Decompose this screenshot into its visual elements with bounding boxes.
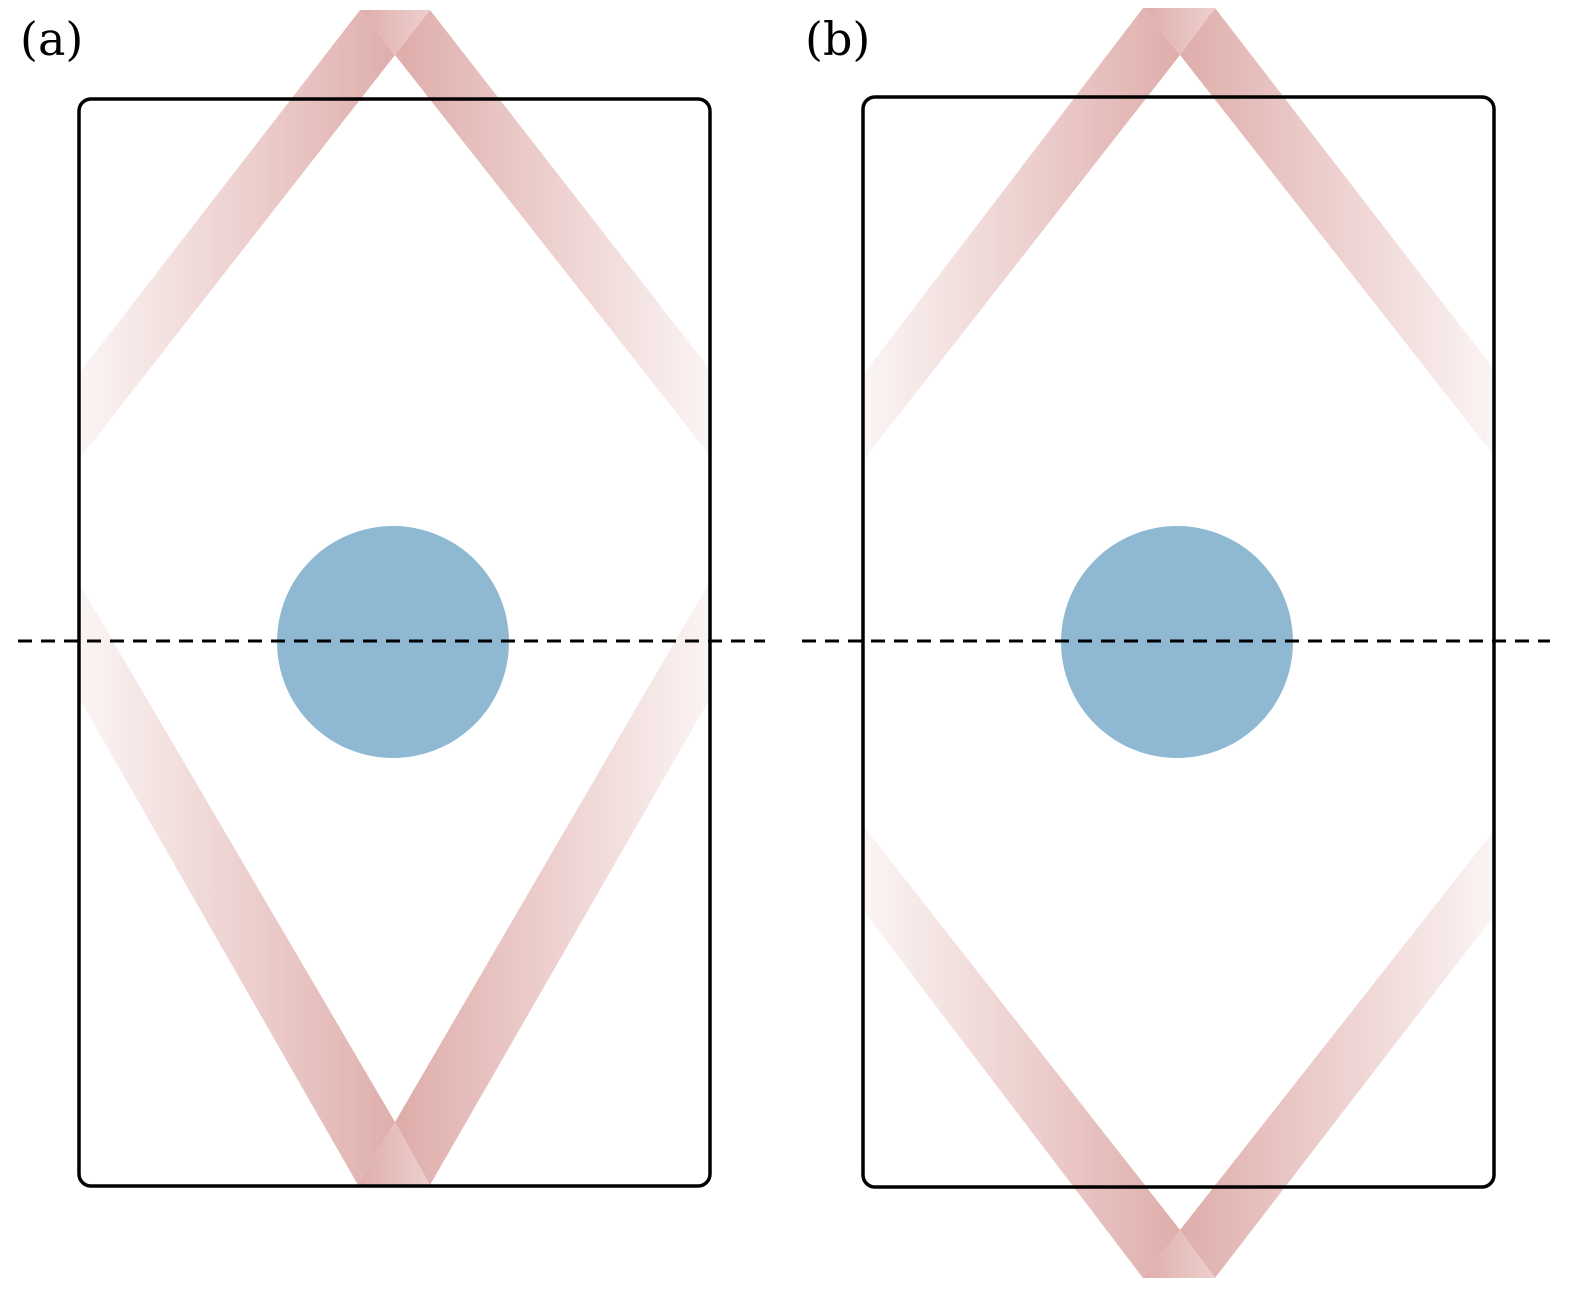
panel-a-upper-right-beam <box>395 10 712 458</box>
panel-b-lower-right-beam <box>1180 828 1496 1278</box>
panel-b-label: (b) <box>805 12 870 66</box>
panel-b-upper-apex <box>1143 8 1215 55</box>
panel-a-upper-apex <box>360 10 430 55</box>
panel-b-upper-right-beam <box>1180 8 1496 458</box>
panel-a: (a) <box>18 10 765 1188</box>
panel-a-upper-left-beam <box>80 10 395 458</box>
panel-b-upper-beams <box>865 8 1496 458</box>
panel-b-lower-left-beam <box>865 828 1180 1278</box>
panel-a-label: (a) <box>20 12 83 66</box>
panel-b-lower-beams <box>865 828 1496 1278</box>
panel-a-lower-right-beam <box>395 578 712 1185</box>
panel-b: (b) <box>802 8 1550 1278</box>
panel-a-upper-beams <box>80 10 712 458</box>
panel-a-lower-apex <box>358 1122 430 1185</box>
panel-b-upper-left-beam <box>865 8 1180 458</box>
panel-b-lower-apex <box>1143 1230 1215 1278</box>
panel-a-lower-left-beam <box>80 585 395 1185</box>
panel-a-lower-beams <box>80 578 712 1185</box>
